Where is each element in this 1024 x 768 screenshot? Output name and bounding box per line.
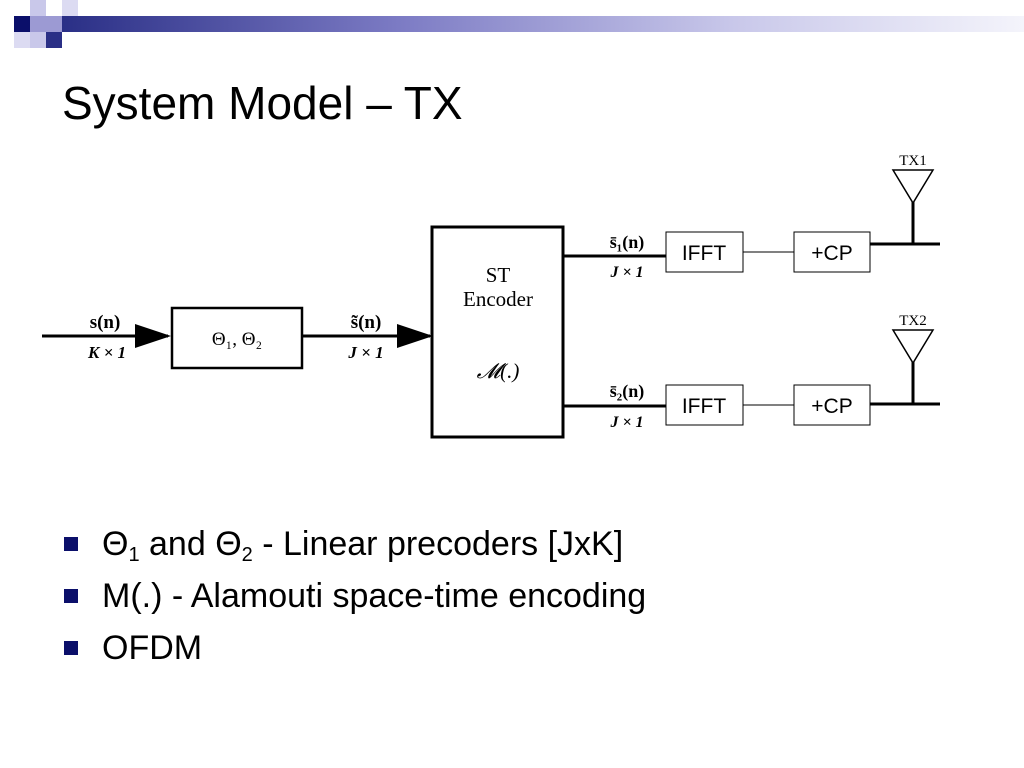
tx1-label: TX1 [899, 153, 927, 169]
bullet-encoding-text: M(.) - Alamouti space-time encoding [102, 577, 647, 615]
bullet-item-ofdm: OFDM [62, 622, 646, 674]
slide-title: System Model – TX [62, 77, 463, 129]
deco-square-lavender-1 [30, 0, 46, 16]
st-encoder-block [430, 225, 565, 439]
cp-label-2: +CP [811, 395, 852, 418]
branch1-signal-label: s̄₁(n) [610, 232, 644, 253]
tx1-antenna-icon [891, 169, 935, 205]
cp-block-1 [793, 231, 871, 273]
ifft-label-2: IFFT [682, 395, 726, 418]
square-bullet-icon [64, 589, 78, 603]
encoder-function-label: 𝓜(.) [477, 359, 520, 383]
bullet-list: Θ1 and Θ2 - Linear precoders [JxK] M(.) … [62, 518, 646, 674]
deco-square-navy-2 [46, 32, 62, 48]
bullet-precoders-text: - Linear precoders [JxK] [252, 525, 624, 563]
cp-label-1: +CP [811, 242, 852, 265]
input-signal-label: s(n) [90, 312, 121, 333]
ifft-block-2 [665, 384, 744, 426]
block-diagram: s(n) K × 1 Θ₁, Θ₂ s̃(n) J × 1 ST Encoder… [42, 153, 940, 439]
encoder-label-line2: Encoder [463, 287, 533, 311]
deco-square-lavender-2 [30, 32, 46, 48]
bullet-precoders-sub1: 1 [128, 544, 140, 566]
square-bullet-icon [64, 641, 78, 655]
deco-square-periwinkle-2 [30, 16, 46, 32]
bullet-item-encoding: M(.) - Alamouti space-time encoding [62, 570, 646, 622]
header-band [14, 0, 1024, 48]
bullet-precoders-theta: Θ [102, 525, 129, 563]
precoded-signal-label: s̃(n) [351, 312, 382, 333]
bullet-precoders-sub2: 2 [241, 544, 253, 566]
deco-square-lavender-4 [62, 0, 78, 16]
precoded-dim-label: J × 1 [347, 343, 383, 362]
branch2-dim-label: J × 1 [609, 414, 643, 431]
ifft-label-1: IFFT [682, 242, 726, 265]
branch1-dim-label: J × 1 [609, 264, 643, 281]
encoder-label-line1: ST [486, 263, 511, 287]
bullet-precoders-mid: and Θ [139, 525, 242, 563]
ifft-block-1 [665, 231, 744, 273]
bullet-item-precoders: Θ1 and Θ2 - Linear precoders [JxK] [62, 518, 646, 570]
input-dim-label: K × 1 [87, 343, 126, 362]
header-gradient-bar [62, 16, 1024, 32]
branch2-signal-label: s̄₂(n) [610, 381, 644, 402]
precoder-block [170, 306, 304, 370]
tx2-antenna-icon [891, 329, 935, 365]
deco-square-lavender-3 [14, 32, 30, 48]
precoder-label: Θ₁, Θ₂ [212, 329, 262, 350]
tx2-label: TX2 [899, 313, 927, 329]
square-bullet-icon [64, 537, 78, 551]
deco-square-periwinkle-1 [46, 16, 62, 32]
bullet-ofdm-text: OFDM [102, 629, 203, 667]
deco-square-navy-1 [14, 16, 30, 32]
